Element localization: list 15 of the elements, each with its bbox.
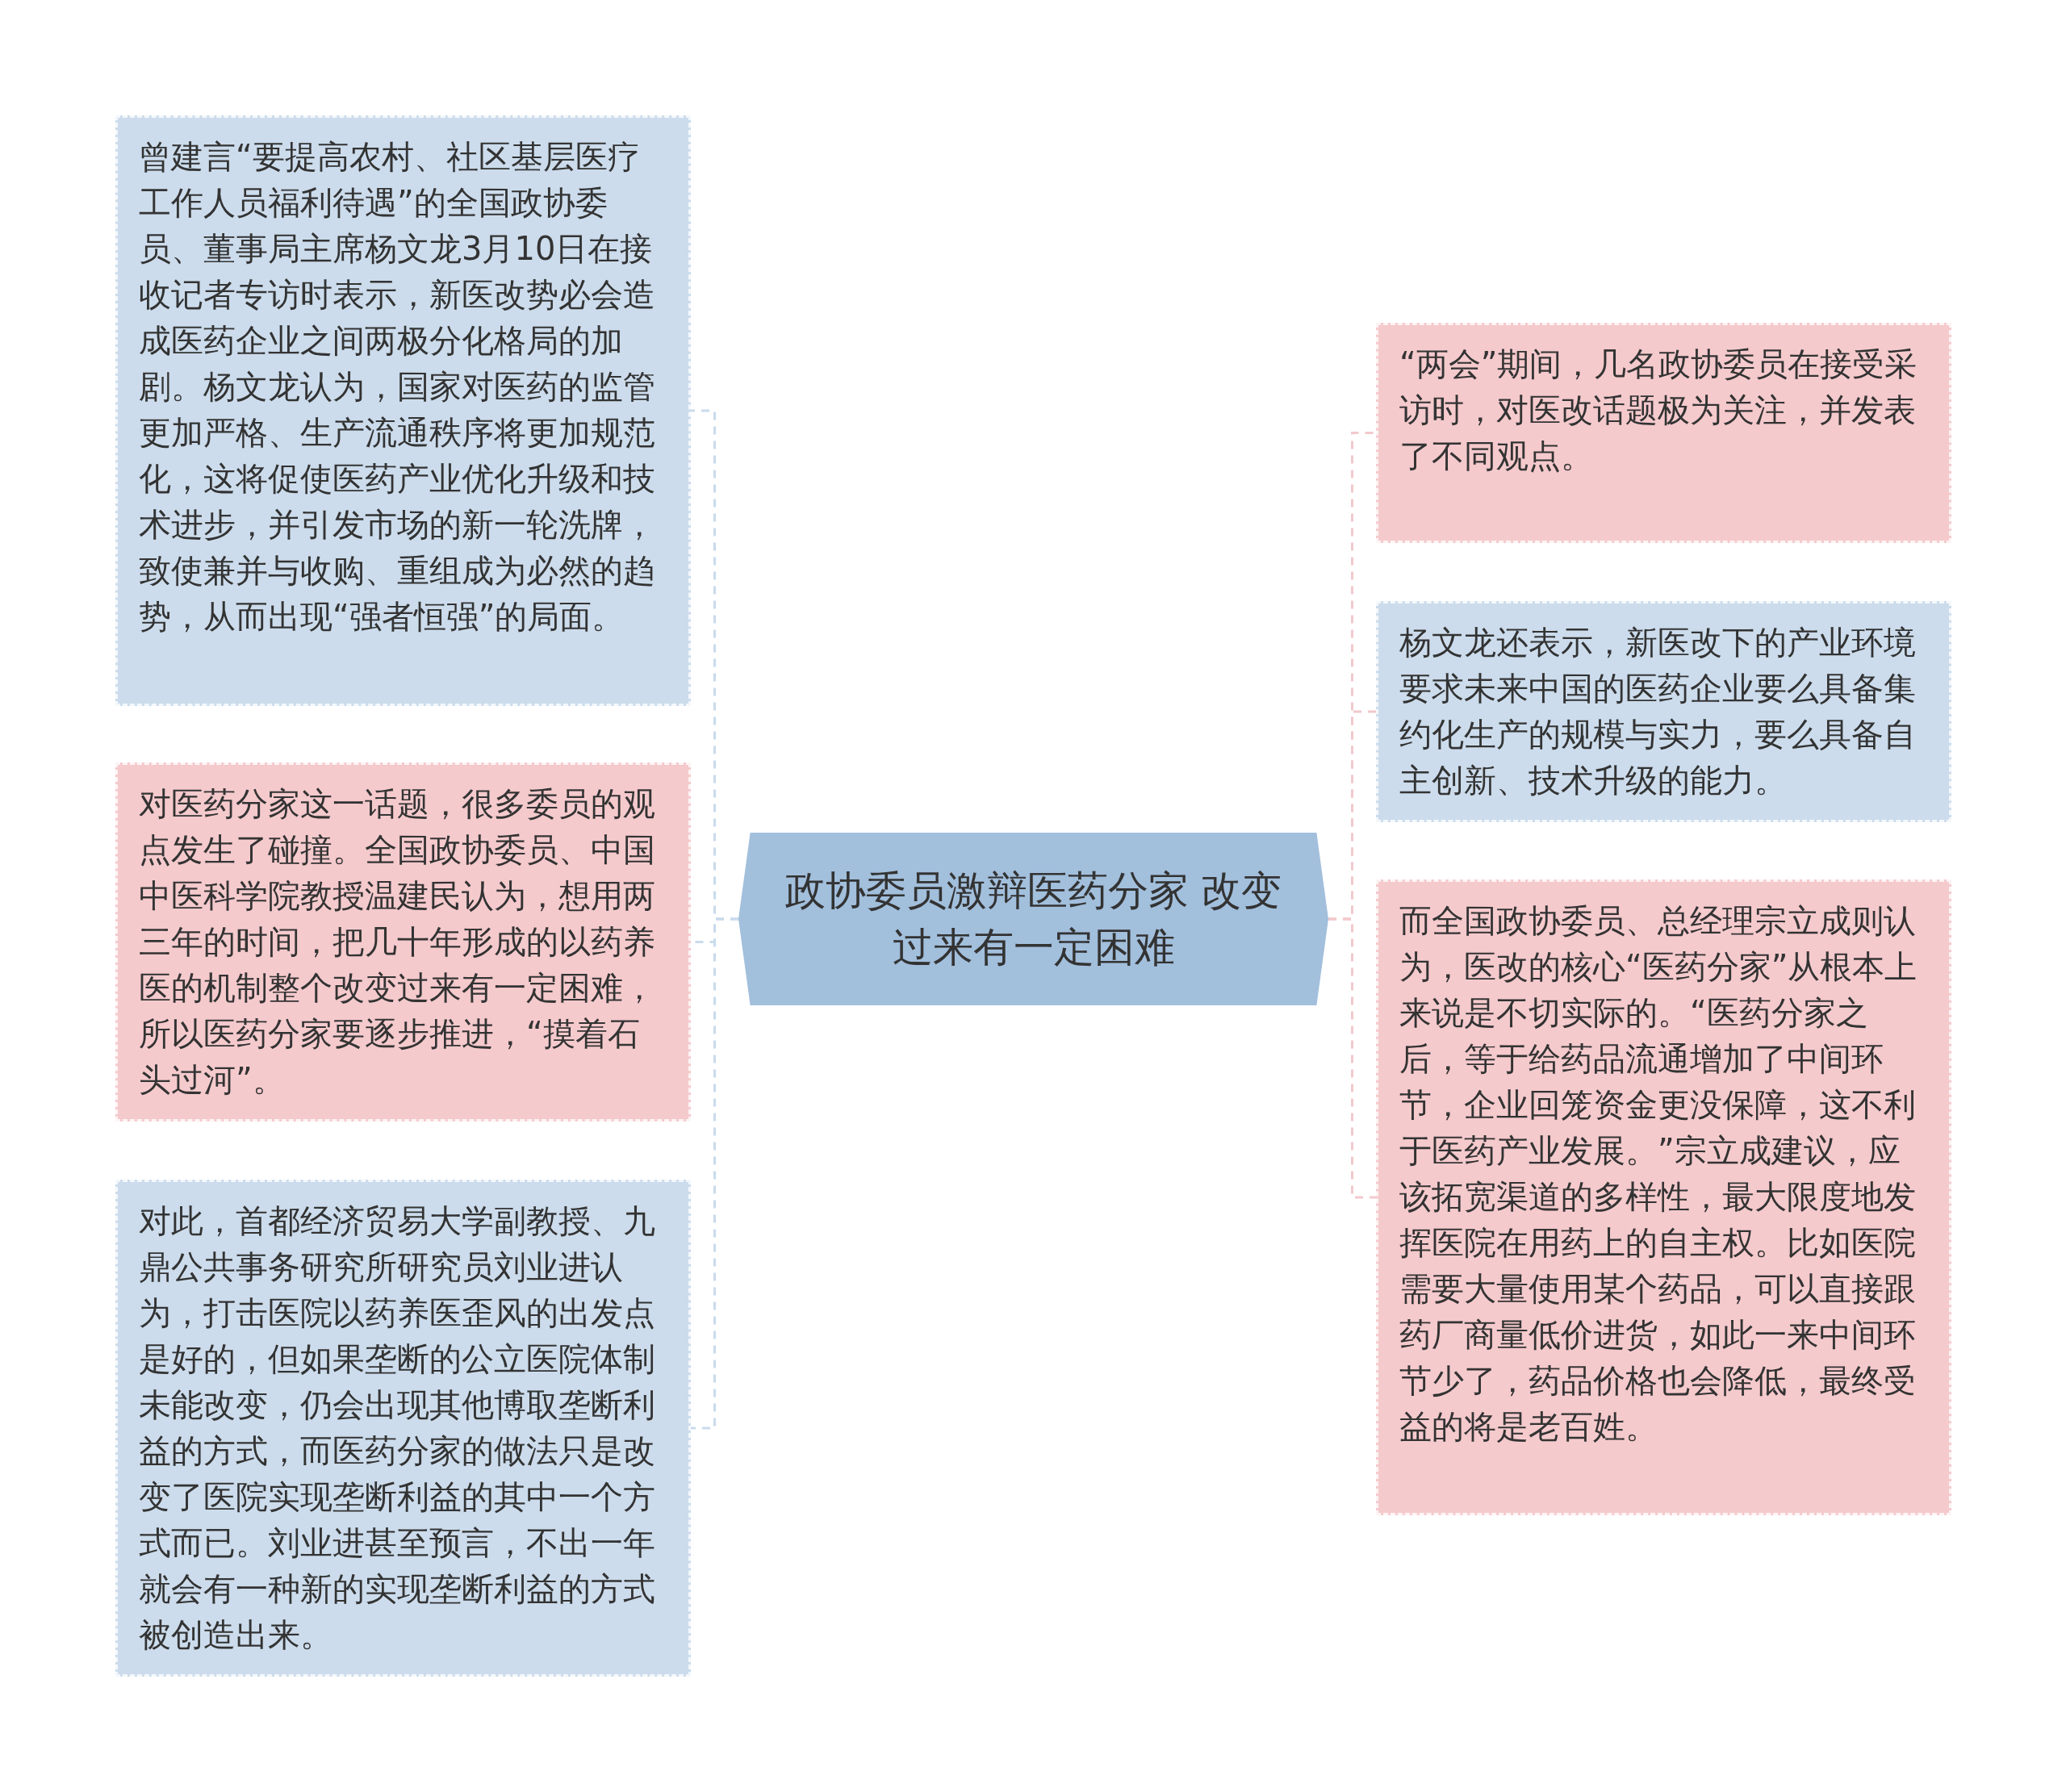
text-card [115, 1180, 691, 1677]
connector-line [691, 917, 738, 1430]
paragraph: 而全国政协委员、总经理宗立成则认为，医改的核心“医药分家”从根本上来说是不切实际的。“医药分家之后，等于给药品流通增加了中间环节，企业回笼资金更没保障，这不利于医药产业发展。”宗立成建议，应该拓宽渠道的多样性，最大限度地发挥医院在用药上的自主权。比如医院需要大量使用某个药品，可以直接跟药厂商量低价进货，如此一来中间环节少了，药品价格也会降低，最终受益的将是老百姓。 [1399, 901, 1918, 1447]
paragraph: 对此，首都经济贸易大学副教授、九鼎公共事务研究所研究员刘业进认为，打击医院以药养医歪风的出发点是好的，但如果垄断的公立医院体制未能改变，仍会出现其他博取垄断利益的方式，而医药分家的做法只是改变了医院实现垄断利益的其中一个方式而已。刘业进甚至预言，不出一年就会有一种新的实现垄断利益的方式被创造出来。 [139, 1201, 656, 1655]
text-card [1376, 879, 1951, 1515]
paragraph: 曾建言“要提高农村、社区基层医疗工作人员福利待遇”的全国政协委员、董事局主席杨文龙3月10日在接收记者专访时表示，新医改势必会造成医药企业之间两极分化格局的加剧。杨文龙认为，国家对医药的监管更加严格、生产流通秩序将更加规范化，这将促使医药产业优化升级和技术进步，并引发市场的新一轮洗牌，致使兼并与收购、重组成为必然的趋势，从而出现“强者恒强”的局面。 [139, 137, 656, 637]
text-card [115, 762, 691, 1122]
connector-line [1328, 917, 1376, 1199]
text-card [1376, 601, 1951, 822]
topic-title: 政协委员激辩医药分家 改变过来有一定困难 [784, 867, 1283, 972]
paragraph: 对医药分家这一话题，很多委员的观点发生了碰撞。全国政协委员、中国中医科学院教授温建民认为，想用两三年的时间，把几十年形成的以药养医的机制整个改变过来有一定困难，所以医药分家要逐步推进，“摸着石头过河”。 [139, 784, 656, 1100]
text-card [115, 115, 691, 706]
paragraph: 杨文龙还表示，新医改下的产业环境要求未来中国的医药企业要么具备集约化生产的规模与实力，要么具备自主创新、技术升级的能力。 [1399, 623, 1917, 800]
paragraph: “两会”期间，几名政协委员在接受采访时，对医改话题极为关注，并发表了不同观点。 [1399, 345, 1918, 476]
text-card [1376, 323, 1951, 543]
